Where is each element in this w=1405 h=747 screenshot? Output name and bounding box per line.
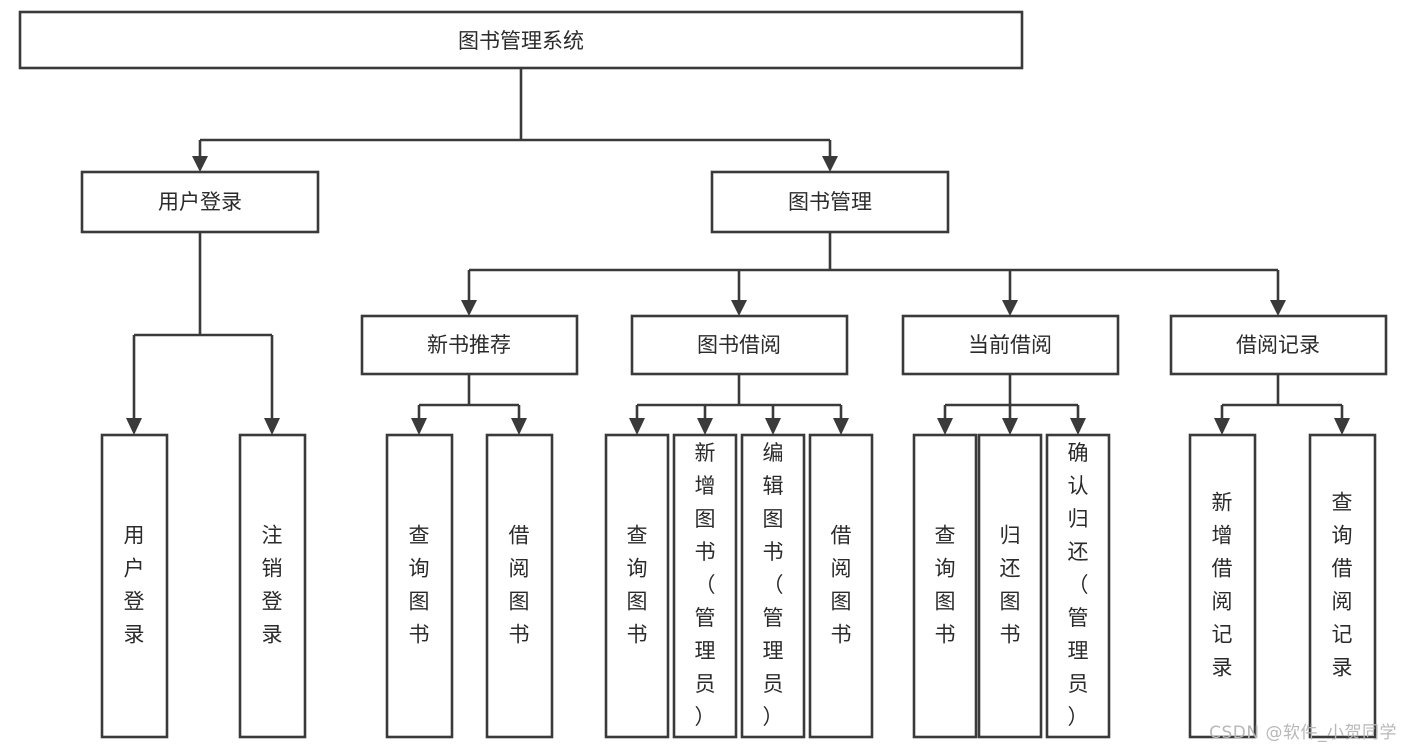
arrowhead-leaf-borrow-book-2 <box>833 418 849 435</box>
node-user-login-box[interactable] <box>80 170 320 234</box>
arrowhead-book-borrow <box>731 300 747 316</box>
node-leaf-edit-book-label: 编辑图书（管理员） <box>763 441 784 729</box>
node-leaf-user-login-box[interactable] <box>100 433 169 739</box>
node-root-label: 图书管理系统 <box>458 29 584 53</box>
arrowhead-leaf-logout <box>264 418 280 435</box>
arrowhead-leaf-query-book-1 <box>411 418 427 435</box>
node-leaf-query-book-2[interactable]: 查询图书 <box>604 433 670 739</box>
node-leaf-logout[interactable]: 注销登录 <box>238 433 307 739</box>
node-leaf-edit-book[interactable]: 编辑图书（管理员） <box>740 433 806 739</box>
arrowhead-leaf-add-record <box>1214 418 1230 435</box>
node-borrow-record[interactable]: 借阅记录 <box>1169 314 1388 376</box>
node-leaf-query-book-1-label: 查询图书 <box>409 524 430 647</box>
node-user-login[interactable]: 用户登录 <box>80 170 320 234</box>
node-leaf-return-book-label: 归还图书 <box>1000 524 1021 647</box>
node-leaf-confirm-return[interactable]: 确认归还（管理员） <box>1045 433 1111 739</box>
node-leaf-borrow-book-1-box[interactable] <box>485 433 554 739</box>
node-leaf-query-book-3[interactable]: 查询图书 <box>912 433 978 739</box>
node-leaf-add-record-box[interactable] <box>1188 433 1257 739</box>
node-current-borrow[interactable]: 当前借阅 <box>901 314 1120 376</box>
node-leaf-query-book-1-box[interactable] <box>385 433 454 739</box>
arrowhead-book-manage <box>822 156 838 172</box>
node-leaf-logout-box[interactable] <box>238 433 307 739</box>
node-leaf-query-book-3-box[interactable] <box>912 433 978 739</box>
arrowhead-borrow-record <box>1270 300 1286 316</box>
node-leaf-borrow-book-1[interactable]: 借阅图书 <box>485 433 554 739</box>
node-book-borrow-label: 图书借阅 <box>697 333 781 357</box>
connector-layer <box>126 68 1350 435</box>
node-leaf-add-record-label: 新增借阅记录 <box>1212 491 1233 680</box>
csdn-watermark: CSDN @软件_小贺同学 <box>1209 723 1397 743</box>
node-leaf-logout-label: 注销登录 <box>262 524 283 647</box>
arrowhead-leaf-add-book <box>697 418 713 435</box>
node-leaf-confirm-return-box[interactable] <box>1045 433 1111 739</box>
node-leaf-query-book-3-label: 查询图书 <box>935 524 956 647</box>
node-leaf-add-book[interactable]: 新增图书（管理员） <box>672 433 738 739</box>
arrowhead-leaf-confirm-return <box>1070 418 1086 435</box>
node-leaf-add-book-box[interactable] <box>672 433 738 739</box>
node-book-manage-label: 图书管理 <box>788 190 872 214</box>
arrowhead-new-book-rec <box>461 300 477 316</box>
node-book-borrow-box[interactable] <box>630 314 849 376</box>
node-leaf-user-login-label: 用户登录 <box>124 524 145 647</box>
node-user-login-label: 用户登录 <box>158 190 242 214</box>
node-borrow-record-label: 借阅记录 <box>1236 333 1320 357</box>
arrowhead-leaf-query-record <box>1334 418 1350 435</box>
node-root-box[interactable] <box>18 10 1024 70</box>
arrowhead-leaf-query-book-3 <box>937 418 953 435</box>
node-current-borrow-label: 当前借阅 <box>968 333 1052 357</box>
arrowhead-leaf-user-login <box>126 418 142 435</box>
node-leaf-borrow-book-1-label: 借阅图书 <box>509 524 530 647</box>
node-leaf-query-record-label: 查询借阅记录 <box>1332 491 1353 680</box>
node-new-book-rec[interactable]: 新书推荐 <box>360 314 579 376</box>
node-leaf-query-book-1[interactable]: 查询图书 <box>385 433 454 739</box>
arrowhead-leaf-edit-book <box>765 418 781 435</box>
node-new-book-rec-label: 新书推荐 <box>427 333 511 357</box>
arrowhead-leaf-borrow-book-1 <box>511 418 527 435</box>
node-leaf-add-record[interactable]: 新增借阅记录 <box>1188 433 1257 739</box>
node-leaf-return-book-box[interactable] <box>977 433 1043 739</box>
node-leaf-borrow-book-2-label: 借阅图书 <box>831 524 852 647</box>
node-root[interactable]: 图书管理系统 <box>18 10 1024 70</box>
node-current-borrow-box[interactable] <box>901 314 1120 376</box>
arrowhead-current-borrow <box>1002 300 1018 316</box>
node-book-borrow[interactable]: 图书借阅 <box>630 314 849 376</box>
arrowhead-leaf-return-book <box>1002 418 1018 435</box>
node-borrow-record-box[interactable] <box>1169 314 1388 376</box>
node-leaf-add-book-label: 新增图书（管理员） <box>695 441 716 729</box>
node-leaf-query-book-2-box[interactable] <box>604 433 670 739</box>
arrowhead-leaf-query-book-2 <box>629 418 645 435</box>
arrowhead-user-login <box>192 156 208 172</box>
node-leaf-edit-book-box[interactable] <box>740 433 806 739</box>
node-leaf-borrow-book-2[interactable]: 借阅图书 <box>808 433 874 739</box>
node-leaf-query-book-2-label: 查询图书 <box>627 524 648 647</box>
node-book-manage[interactable]: 图书管理 <box>710 170 950 234</box>
node-leaf-query-record[interactable]: 查询借阅记录 <box>1308 433 1377 739</box>
node-leaf-confirm-return-label: 确认归还（管理员） <box>1068 441 1089 729</box>
node-leaf-borrow-book-2-box[interactable] <box>808 433 874 739</box>
node-leaf-return-book[interactable]: 归还图书 <box>977 433 1043 739</box>
node-book-manage-box[interactable] <box>710 170 950 234</box>
node-leaf-user-login[interactable]: 用户登录 <box>100 433 169 739</box>
node-new-book-rec-box[interactable] <box>360 314 579 376</box>
node-leaf-query-record-box[interactable] <box>1308 433 1377 739</box>
